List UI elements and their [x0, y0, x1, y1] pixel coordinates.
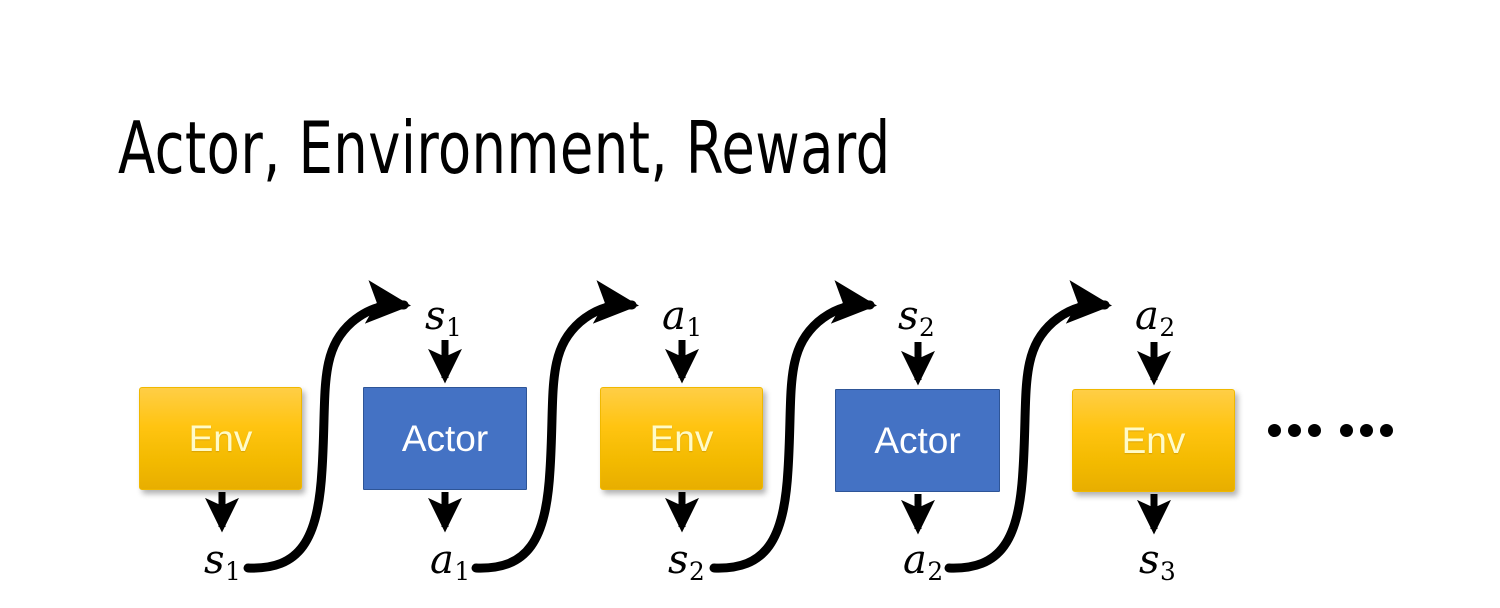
label-bottom-s2: s2: [668, 540, 705, 585]
node-actor-2[interactable]: Actor: [835, 389, 1000, 492]
symbol-base: s: [425, 293, 446, 339]
symbol-subscript: 1: [454, 556, 471, 586]
ellipsis-dot: [1380, 424, 1393, 437]
label-bottom-s3: s3: [1139, 540, 1176, 585]
ellipsis-dot: [1308, 424, 1321, 437]
ellipsis-dot: [1288, 424, 1301, 437]
node-env-2[interactable]: Env: [600, 387, 763, 490]
symbol-base: a: [903, 537, 927, 583]
symbol-base: s: [1139, 537, 1160, 583]
curve-a2-to-env3: [944, 280, 1112, 573]
symbol-base: a: [1135, 293, 1159, 339]
ellipsis-dot: [1268, 424, 1281, 437]
curve-a1-to-env2: [471, 280, 639, 573]
node-actor-1[interactable]: Actor: [363, 387, 527, 490]
label-bottom-s1: s1: [204, 540, 241, 585]
symbol-base: s: [204, 537, 225, 583]
symbol-base: s: [668, 537, 689, 583]
symbol-base: s: [898, 293, 919, 339]
node-label: Actor: [401, 418, 489, 459]
symbol-subscript: 2: [689, 556, 705, 586]
symbol-subscript: 3: [1160, 556, 1176, 586]
symbol-subscript: 1: [225, 556, 241, 586]
curve-s1-to-actor1: [243, 280, 411, 573]
label-bottom-a1: a1: [430, 540, 470, 585]
ellipsis-gap: [1328, 430, 1333, 431]
node-label: Env: [188, 418, 253, 459]
node-label: Env: [649, 418, 714, 459]
symbol-subscript: 2: [1159, 312, 1176, 342]
symbol-base: a: [662, 293, 686, 339]
ellipsis-dot: [1340, 424, 1353, 437]
node-env-1[interactable]: Env: [139, 387, 302, 490]
label-top-a2: a2: [1135, 296, 1175, 341]
label-bottom-a2: a2: [903, 540, 943, 585]
symbol-subscript: 2: [927, 556, 944, 586]
symbol-subscript: 1: [686, 312, 703, 342]
symbol-subscript: 2: [919, 312, 935, 342]
label-top-s2: s2: [898, 296, 935, 341]
node-label: Actor: [874, 420, 961, 461]
label-top-a1: a1: [662, 296, 702, 341]
node-env-3[interactable]: Env: [1072, 389, 1235, 492]
ellipsis-dot: [1360, 424, 1373, 437]
symbol-subscript: 1: [446, 312, 462, 342]
symbol-base: a: [430, 537, 454, 583]
page-title: Actor, Environment, Reward: [118, 106, 891, 190]
ellipsis-continuation: [1268, 424, 1393, 437]
curve-s2-to-actor2: [709, 280, 877, 573]
node-label: Env: [1121, 420, 1186, 461]
label-top-s1: s1: [425, 296, 462, 341]
